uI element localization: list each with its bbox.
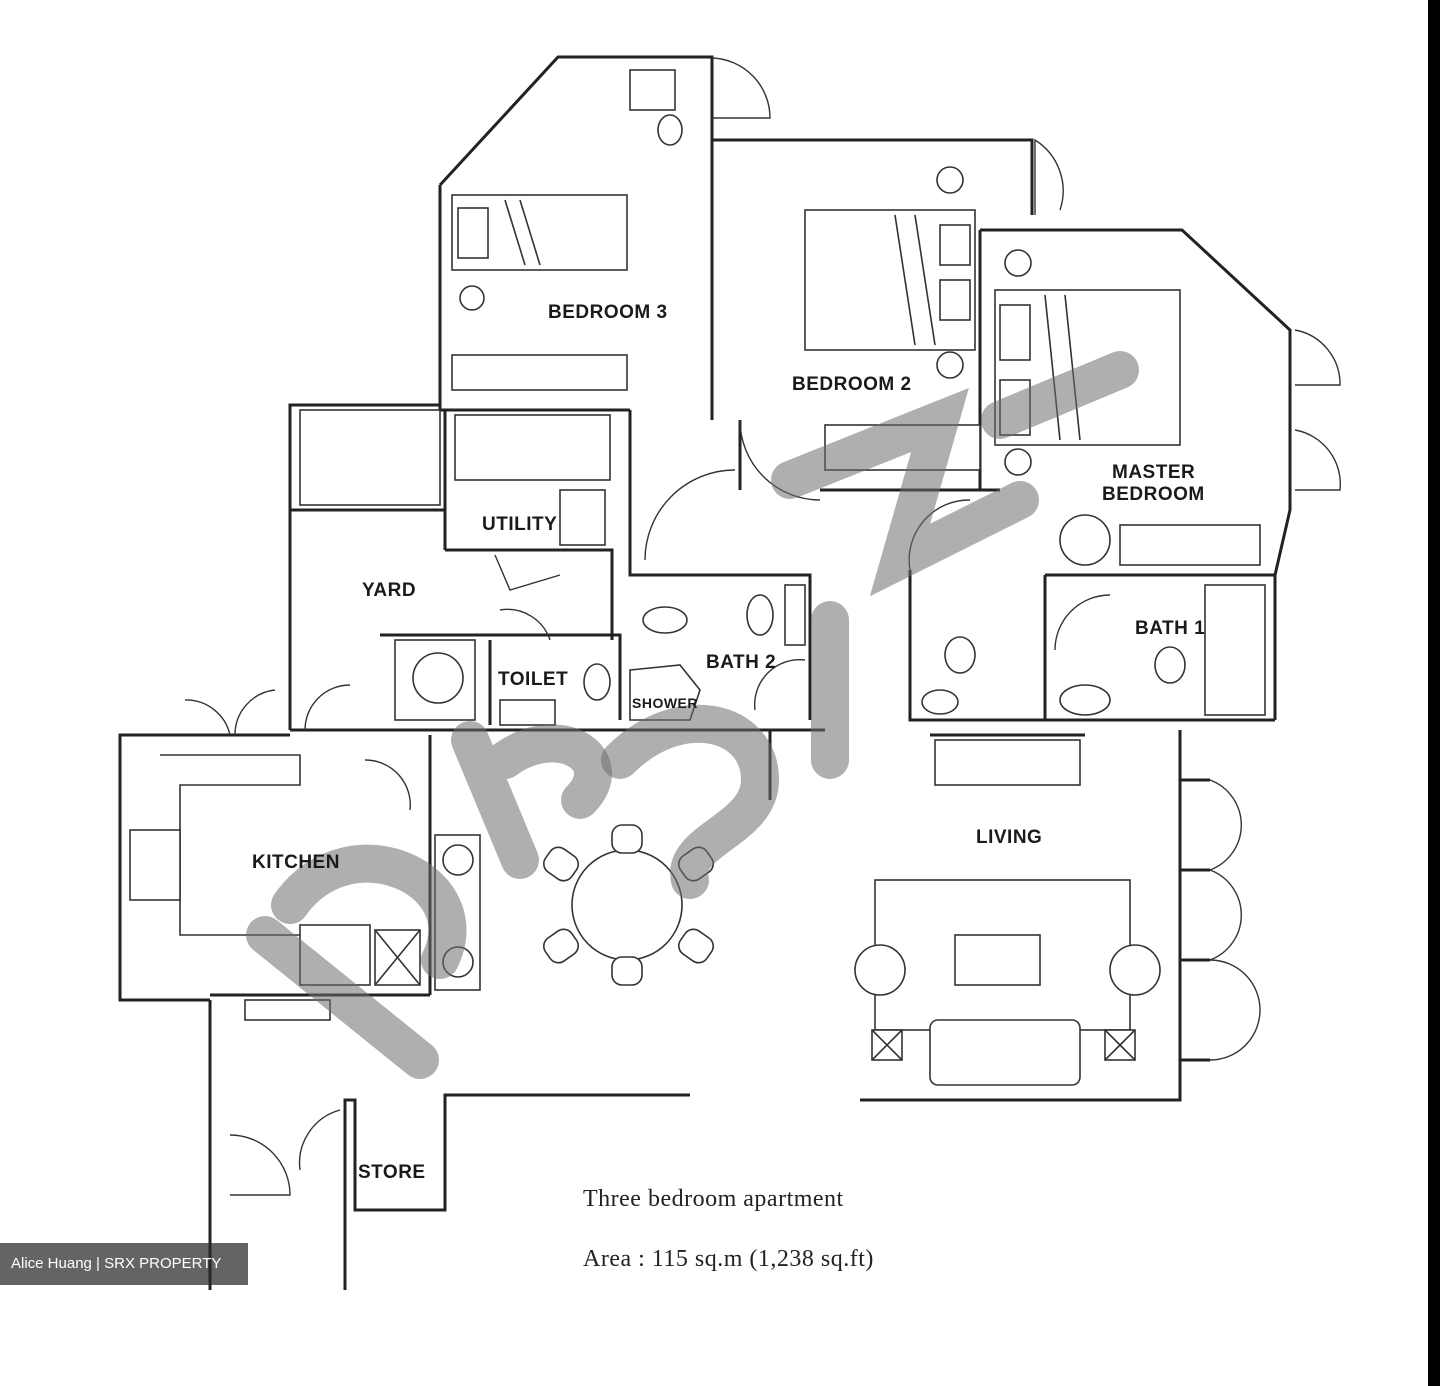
outer-walls [118, 55, 1292, 1290]
furniture [129, 69, 1266, 1086]
watermark-logo [246, 351, 1139, 1079]
room-label-shower: SHOWER [632, 695, 698, 711]
bathtub-icon [1204, 584, 1266, 716]
room-label-master-line1: MASTER [1112, 462, 1195, 483]
sofa-set-icon [854, 879, 1161, 1086]
doors [184, 57, 1342, 1196]
plan-caption-title: Three bedroom apartment [583, 1186, 844, 1212]
room-label-bedroom-3: BEDROOM 3 [548, 302, 668, 323]
stove-icon [129, 829, 181, 901]
room-label-kitchen: KITCHEN [252, 852, 340, 873]
room-label-living: LIVING [976, 827, 1042, 848]
plan-caption-area: Area : 115 sq.m (1,238 sq.ft) [583, 1246, 874, 1272]
room-label-bath-1: BATH 1 [1135, 618, 1205, 639]
room-label-bath-2: BATH 2 [706, 652, 776, 673]
agent-credit-badge: Alice Huang | SRX PROPERTY [0, 1243, 248, 1285]
room-label-toilet: TOILET [498, 669, 568, 690]
room-label-utility: UTILITY [482, 514, 557, 535]
room-label-yard: YARD [362, 580, 416, 601]
room-labels: BEDROOM 3 BEDROOM 2 MASTER BEDROOM UTILI… [252, 302, 1205, 1183]
room-label-store: STORE [358, 1162, 426, 1183]
wardrobe-icon [451, 354, 628, 391]
wardrobe-icon [1119, 524, 1261, 566]
room-label-master-line2: BEDROOM [1102, 484, 1205, 505]
room-label-bedroom-2: BEDROOM 2 [792, 374, 912, 395]
